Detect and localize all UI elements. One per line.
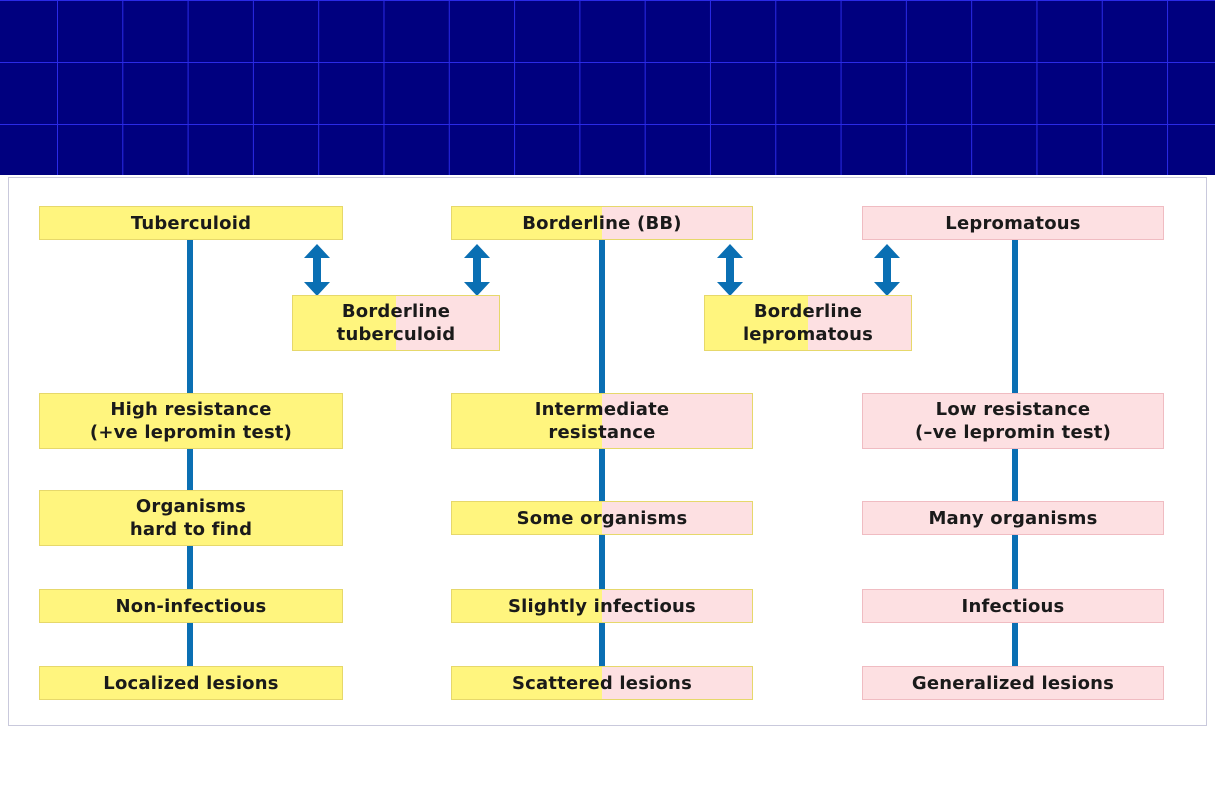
borderline-axis-line <box>599 240 605 668</box>
localized-lesions-box: Localized lesions <box>39 666 343 700</box>
borderline-lepromatous-box: Borderline lepromatous <box>704 295 912 351</box>
double-arrow-icon <box>304 244 330 296</box>
some-organisms-box: Some organisms <box>451 501 753 535</box>
infectious-box: Infectious <box>862 589 1164 623</box>
scattered-lesions-box: Scattered lesions <box>451 666 753 700</box>
generalized-lesions-box: Generalized lesions <box>862 666 1164 700</box>
lepromatous-axis-line <box>1012 240 1018 668</box>
high-resistance-box: High resistance (+ve lepromin test) <box>39 393 343 449</box>
non-infectious-box: Non-infectious <box>39 589 343 623</box>
organisms-hard-to-find-box: Organisms hard to find <box>39 490 343 546</box>
double-arrow-icon <box>717 244 743 296</box>
many-organisms-box: Many organisms <box>862 501 1164 535</box>
borderline-bb-title: Borderline (BB) <box>451 206 753 240</box>
leprosy-spectrum-diagram <box>8 177 1207 726</box>
double-arrow-icon <box>874 244 900 296</box>
low-resistance-box: Low resistance (–ve lepromin test) <box>862 393 1164 449</box>
lepromatous-title: Lepromatous <box>862 206 1164 240</box>
slightly-infectious-box: Slightly infectious <box>451 589 753 623</box>
tuberculoid-title: Tuberculoid <box>39 206 343 240</box>
header-grid-band <box>0 0 1215 175</box>
borderline-tuberculoid-box: Borderline tuberculoid <box>292 295 500 351</box>
double-arrow-icon <box>464 244 490 296</box>
intermediate-resistance-box: Intermediate resistance <box>451 393 753 449</box>
tuberculoid-axis-line <box>187 240 193 668</box>
